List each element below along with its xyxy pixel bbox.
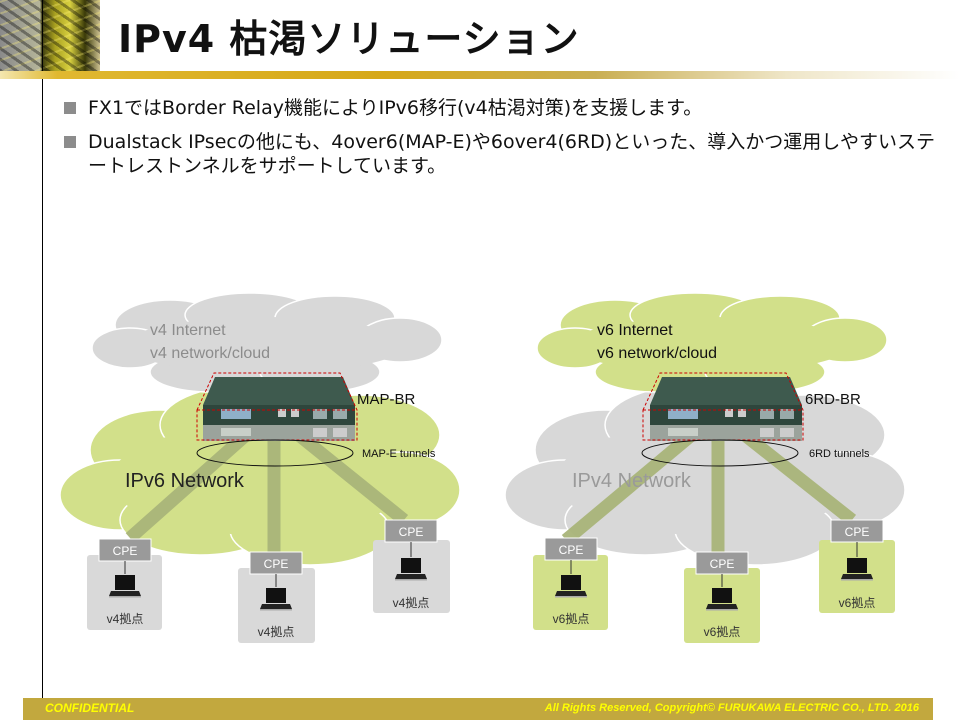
- confidential-label: CONFIDENTIAL: [45, 701, 135, 715]
- bullet-square-icon: [64, 136, 76, 148]
- site-label: v6拠点: [839, 596, 876, 610]
- cpe-label: CPE: [113, 544, 138, 558]
- tunnel-lines: [561, 422, 857, 552]
- cpe-label: CPE: [559, 543, 584, 557]
- upper-cloud-label-line1: v4 Internet: [150, 322, 226, 339]
- tunnel-label: MAP-E tunnels: [362, 448, 436, 460]
- map-br-router-image: [203, 377, 355, 441]
- lower-cloud-label: IPv4 Network: [572, 470, 692, 492]
- bullet-item: Dualstack IPsecの他にも、4over6(MAP-E)や6over4…: [64, 130, 954, 178]
- right-diagram: v6 Internet v6 network/cloud 6RD-BR 6RD …: [504, 292, 906, 643]
- router-highlight-box: [196, 372, 358, 441]
- copyright-text: All Rights Reserved, Copyright© FURUKAWA…: [544, 702, 919, 714]
- site-node: CPE v4拠点: [238, 551, 315, 643]
- site-label: v4拠点: [107, 612, 144, 626]
- site-node: CPE v6拠点: [684, 551, 760, 643]
- tunnel-ring: [641, 439, 799, 467]
- upper-cloud-label-line2: v6 network/cloud: [597, 345, 717, 362]
- page-title: IPv4 枯渇ソリューション: [118, 17, 580, 61]
- cpe-label: CPE: [710, 557, 735, 571]
- company-logo-image: [0, 0, 100, 72]
- upper-cloud-label-line1: v6 Internet: [597, 322, 673, 339]
- title-underline-bar: [0, 71, 960, 79]
- router-highlight-box: [642, 372, 804, 441]
- lower-cloud-label: IPv6 Network: [125, 470, 245, 492]
- left-border-line: [42, 0, 43, 700]
- site-label: v4拠点: [258, 625, 295, 639]
- tunnel-ring: [196, 439, 354, 467]
- bullet-list: FX1ではBorder Relay機能によりIPv6移行(v4枯渇対策)を支援し…: [64, 96, 954, 188]
- 6rd-br-router-image: [650, 377, 802, 441]
- bullet-text: Dualstack IPsecの他にも、4over6(MAP-E)や6over4…: [88, 131, 936, 177]
- tunnel-line: [561, 423, 705, 545]
- left-diagram: v4 Internet v4 network/cloud MAP-BR MAP-…: [59, 292, 461, 643]
- v4-internet-cloud: [91, 292, 443, 393]
- site-node: CPE v6拠点: [533, 537, 608, 630]
- upper-cloud-label-line2: v4 network/cloud: [150, 345, 270, 362]
- bullet-square-icon: [64, 102, 76, 114]
- site-node: CPE v6拠点: [819, 519, 895, 613]
- cpe-label: CPE: [399, 525, 424, 539]
- site-node: CPE v4拠点: [373, 519, 450, 613]
- tunnel-lines: [125, 422, 409, 552]
- bullet-text: FX1ではBorder Relay機能によりIPv6移行(v4枯渇対策)を支援し…: [88, 97, 703, 119]
- site-node: CPE v4拠点: [87, 538, 162, 630]
- router-label: MAP-BR: [357, 391, 416, 408]
- site-label: v6拠点: [704, 625, 741, 639]
- tunnel-line: [731, 422, 857, 526]
- v6-internet-cloud: [536, 292, 888, 393]
- router-label: 6RD-BR: [805, 391, 861, 408]
- bullet-item: FX1ではBorder Relay機能によりIPv6移行(v4枯渇対策)を支援し…: [64, 96, 954, 120]
- tunnel-line: [285, 422, 409, 526]
- cpe-label: CPE: [845, 525, 870, 539]
- cpe-label: CPE: [264, 557, 289, 571]
- tunnel-label: 6RD tunnels: [809, 448, 870, 460]
- footer-bar: CONFIDENTIAL All Rights Reserved, Copyri…: [23, 698, 933, 720]
- site-label: v4拠点: [393, 596, 430, 610]
- tunnel-line: [125, 423, 259, 543]
- site-label: v6拠点: [553, 612, 590, 626]
